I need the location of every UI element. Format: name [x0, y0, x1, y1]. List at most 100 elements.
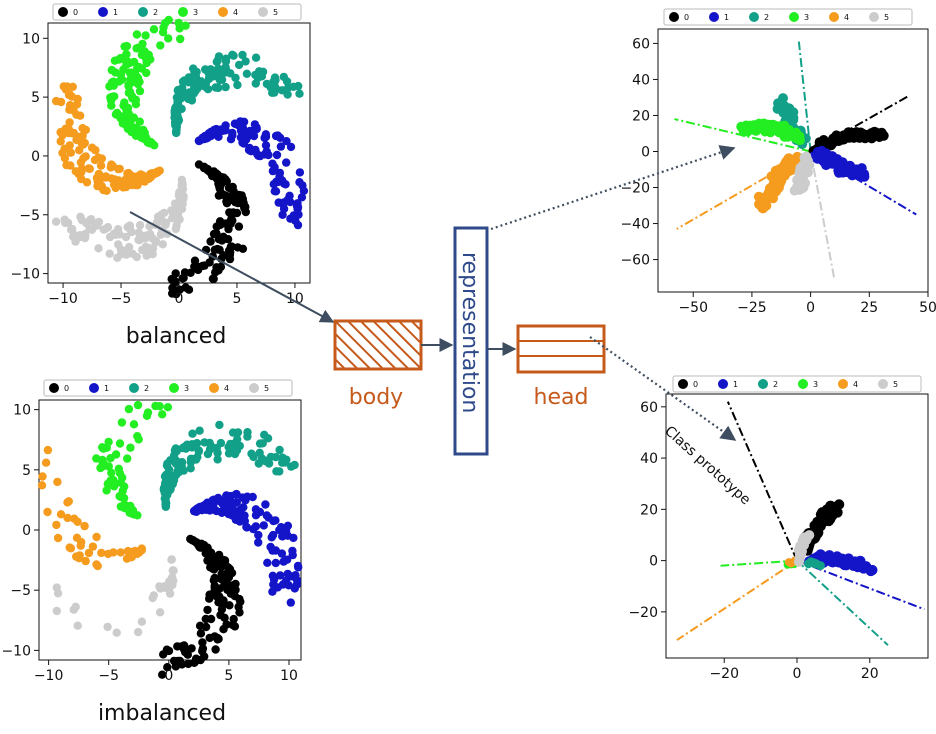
- scatter-point: [268, 166, 278, 176]
- scatter-point: [278, 458, 287, 467]
- scatter-point: [283, 83, 293, 93]
- scatter-point: [262, 147, 271, 156]
- scatter-point: [218, 499, 227, 508]
- scatter-point: [134, 228, 143, 237]
- y-tick-label: −60: [620, 253, 650, 269]
- scatter-point: [777, 101, 787, 111]
- legend-marker-2: [138, 7, 148, 17]
- scatter-point: [162, 645, 172, 654]
- scatter-point: [234, 222, 244, 231]
- scatter-point: [84, 164, 93, 173]
- scatter-point: [72, 100, 82, 109]
- scatter-point: [71, 167, 81, 176]
- legend-box: [672, 375, 922, 393]
- scatter-point: [213, 455, 222, 464]
- legend-marker-2: [749, 12, 759, 22]
- legend-label-4: 4: [224, 384, 229, 393]
- x-tick-label: 0: [806, 300, 815, 316]
- scatter-point: [194, 446, 203, 455]
- scatter-point: [52, 96, 61, 106]
- y-tick-label: 60: [640, 400, 658, 416]
- scatter-point: [229, 614, 238, 624]
- scatter-point: [141, 31, 150, 40]
- scatter-point: [179, 194, 188, 203]
- body-label: body: [349, 385, 403, 410]
- scatter-point: [56, 137, 65, 146]
- scatter-point: [282, 137, 291, 146]
- scatter-point: [224, 449, 234, 458]
- scatter-point: [115, 164, 124, 174]
- scatter-point: [233, 80, 242, 90]
- scatter-point: [109, 476, 118, 485]
- scatter-point: [140, 176, 149, 186]
- scatter-point: [269, 180, 278, 189]
- scatter-point: [802, 531, 813, 542]
- representation-label: representation: [457, 252, 482, 413]
- scatter-point: [184, 659, 193, 669]
- scatter-point: [286, 197, 295, 207]
- legend-label-2: 2: [764, 13, 769, 22]
- scatter-point: [126, 508, 135, 517]
- x-tick-label: 5: [233, 291, 242, 307]
- scatter-point: [135, 86, 145, 96]
- scatter-point: [92, 532, 101, 542]
- scatter-point: [74, 554, 84, 563]
- scatter-point: [234, 60, 244, 70]
- scatter-point: [282, 555, 292, 564]
- scatter-point: [114, 240, 123, 249]
- legend-label-3: 3: [804, 13, 809, 22]
- scatter-point: [176, 34, 185, 44]
- y-tick-label: 60: [632, 36, 650, 52]
- scatter-point: [231, 579, 240, 589]
- scatter-point: [124, 109, 133, 118]
- scatter-point: [217, 236, 227, 245]
- scatter-point: [64, 497, 74, 506]
- scatter-point: [73, 621, 82, 630]
- scatter-point: [58, 148, 67, 158]
- y-tick-label: −40: [620, 217, 650, 233]
- scatter-point: [232, 429, 242, 438]
- scatter-point: [119, 493, 129, 503]
- legend-label-2: 2: [144, 384, 149, 393]
- scatter-point: [155, 608, 165, 617]
- scatter-point: [142, 55, 151, 64]
- legend-label-5: 5: [884, 13, 889, 22]
- scatter-point: [255, 507, 265, 517]
- pipeline: body representation head: [129, 145, 737, 456]
- class-1-points: [189, 489, 303, 607]
- scatter-point: [69, 106, 78, 115]
- scatter-point: [261, 141, 271, 150]
- legend-label-1: 1: [733, 380, 738, 389]
- scatter-point: [137, 617, 147, 626]
- scatter-point: [772, 182, 783, 193]
- scatter-point: [158, 240, 167, 249]
- scatter-point: [200, 543, 209, 552]
- scatter-point: [221, 54, 231, 63]
- scatter-point: [134, 235, 143, 244]
- scatter-imbalanced: [37, 400, 303, 679]
- scatter-point: [172, 289, 181, 299]
- scatter-point: [270, 187, 279, 196]
- scatter-point: [52, 606, 61, 616]
- scatter-point: [133, 627, 143, 637]
- class-3-points: [92, 400, 173, 520]
- scatter-point: [141, 234, 150, 243]
- scatter-point: [143, 408, 153, 417]
- scatter-point: [171, 444, 180, 453]
- scatter-point: [294, 210, 303, 219]
- scatter-point: [206, 237, 215, 246]
- y-tick-label: −20: [628, 605, 658, 621]
- arrow-input-to-body: [129, 211, 335, 323]
- scatter-point: [232, 489, 241, 499]
- scatter-balanced-representation: [674, 41, 917, 278]
- prototype-line-2: [797, 41, 812, 152]
- scatter-point: [272, 467, 281, 476]
- y-tick-label: 5: [31, 90, 40, 106]
- x-tick-label: −25: [737, 300, 767, 316]
- scatter-point: [37, 481, 47, 490]
- scatter-point: [215, 126, 224, 135]
- legend-marker-1: [709, 12, 719, 22]
- scatter-point: [64, 125, 74, 134]
- scatter-point: [190, 256, 200, 265]
